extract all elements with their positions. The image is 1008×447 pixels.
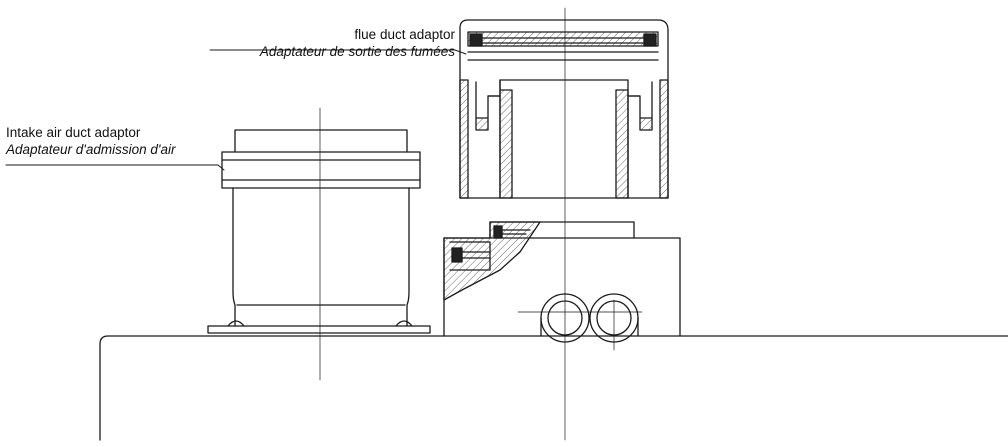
flue-duct-adaptor	[459, 19, 669, 199]
intake-air-duct-adaptor	[207, 129, 431, 334]
flue-duct-label-en: flue duct adaptor	[354, 27, 455, 42]
boiler-outlet-block	[443, 221, 681, 343]
flue-duct-label-fr: Adaptateur de sortie des fumées	[259, 44, 455, 59]
intake-air-duct-label-fr: Adaptateur d'admission d'air	[6, 142, 176, 157]
leader-lines	[5, 49, 467, 171]
center-lines	[319, 7, 643, 441]
intake-air-duct-label-en: Intake air duct adaptor	[6, 125, 141, 140]
flue-duct-label: flue duct adaptor Adaptateur de sortie d…	[260, 26, 455, 60]
intake-air-duct-label: Intake air duct adaptor Adaptateur d'adm…	[6, 124, 176, 158]
boiler-casing	[99, 335, 1008, 441]
